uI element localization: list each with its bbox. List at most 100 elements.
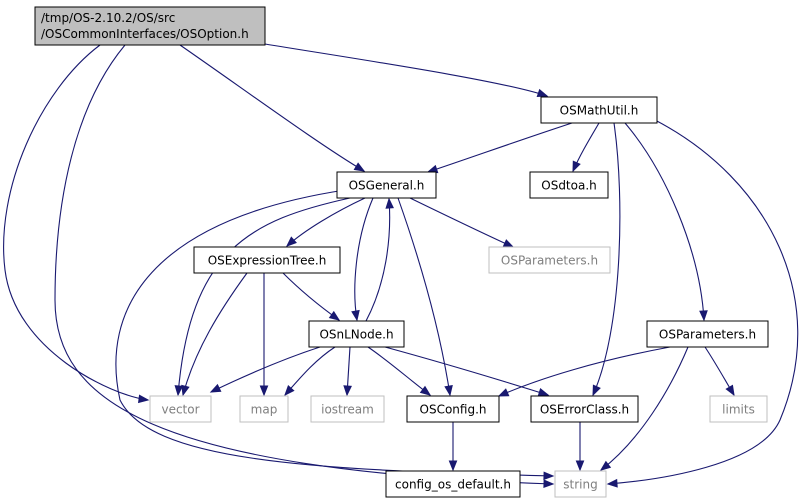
- node-label: config_os_default.h: [395, 478, 511, 492]
- edge-line: [367, 346, 431, 396]
- arrowhead: [209, 383, 222, 393]
- node-box: [530, 395, 639, 423]
- node-label: OSErrorClass.h: [540, 403, 629, 417]
- node-osdtoa[interactable]: OSdtoa.h: [529, 171, 609, 199]
- node-limits: limits: [709, 395, 768, 423]
- edge-line: [264, 43, 548, 97]
- arrowhead: [181, 384, 190, 397]
- edge-root-to-osmathutil: [264, 43, 549, 98]
- edge-osnlnode-to-osconfig: [367, 346, 432, 396]
- node-box: [529, 171, 609, 199]
- edge-osparameters-to-limits: [704, 346, 735, 397]
- edge-osparameters-to-osconfig: [497, 346, 671, 397]
- edge-line: [624, 122, 705, 321]
- edge-line: [282, 272, 340, 321]
- arrowhead: [419, 385, 432, 396]
- arrowhead: [284, 385, 295, 397]
- edge-root-to-string: [54, 44, 555, 489]
- arrowhead: [592, 384, 601, 397]
- edge-root-to-osgeneral: [179, 44, 366, 172]
- node-box: [488, 246, 611, 274]
- node-box: [34, 6, 266, 46]
- node-osconfig[interactable]: OSConfig.h: [406, 395, 500, 423]
- arrowhead: [599, 460, 612, 471]
- arrowhead: [351, 309, 360, 322]
- edge-line: [365, 198, 391, 322]
- edge-osgeneral-to-osexpressiontree: [286, 197, 366, 247]
- edge-osmathutil-to-osdtoa: [572, 122, 600, 173]
- edge-osconfig-to-config_os_default: [448, 422, 458, 472]
- node-label: OSnLNode.h: [319, 328, 393, 342]
- node-config_os_default[interactable]: config_os_default.h: [385, 470, 521, 498]
- edge-line: [3, 44, 149, 401]
- edge-osexpressiontree-to-map: [259, 273, 269, 397]
- node-label: iostream: [321, 403, 374, 417]
- node-label: map: [251, 403, 278, 417]
- arrowhead: [543, 471, 555, 481]
- edge-oserrorclass-to-string: [575, 422, 585, 472]
- edge-osexpressiontree-to-vector: [181, 272, 248, 397]
- node-box: [406, 395, 500, 423]
- edge-line: [498, 346, 671, 397]
- node-box: [554, 470, 607, 498]
- node-osnlnode[interactable]: OSnLNode.h: [308, 320, 405, 348]
- arrowhead: [725, 384, 735, 397]
- node-string: string: [554, 470, 607, 498]
- node-osparameters[interactable]: OSParameters.h: [646, 320, 769, 348]
- edge-osgeneral-to-osnlnode: [351, 197, 374, 322]
- edge-osexpressiontree-to-osnlnode: [282, 272, 341, 321]
- edge-osnlnode-to-oserrorclass: [384, 346, 550, 397]
- edge-osmathutil-to-oserrorclass: [592, 122, 621, 397]
- edge-osnlnode-to-map: [284, 346, 336, 397]
- node-osmathutil[interactable]: OSMathUtil.h: [540, 96, 658, 124]
- edge-osnlnode-to-osgeneral: [365, 197, 394, 322]
- edge-line: [427, 122, 573, 173]
- edge-osgeneral-to-osparameters_ext: [409, 197, 515, 248]
- edge-root-to-vector: [3, 44, 150, 404]
- edge-line: [409, 197, 514, 248]
- node-oserrorclass[interactable]: OSErrorClass.h: [530, 395, 639, 423]
- edge-osmathutil-to-osparameters: [624, 122, 708, 322]
- arrowhead: [699, 310, 708, 322]
- node-box: [709, 395, 768, 423]
- edge-osgeneral-to-vector: [174, 197, 351, 397]
- edge-osmathutil-to-osgeneral: [426, 122, 573, 174]
- node-osparameters_ext: OSParameters.h: [488, 246, 611, 274]
- arrowhead: [385, 197, 394, 209]
- edge-line: [607, 119, 799, 485]
- node-label: OSParameters.h: [659, 328, 756, 342]
- node-box: [193, 246, 341, 274]
- node-box: [385, 470, 521, 498]
- edge-line: [286, 197, 366, 247]
- edge-line: [115, 189, 554, 477]
- edge-osgeneral-to-osconfig: [397, 197, 453, 397]
- node-label: OSExpressionTree.h: [208, 254, 327, 268]
- arrowhead: [138, 394, 150, 404]
- arrowhead: [328, 310, 341, 321]
- arrowhead: [353, 162, 366, 172]
- arrowhead: [259, 385, 269, 397]
- edge-line: [179, 44, 365, 172]
- node-label: limits: [722, 403, 755, 417]
- node-box: [336, 171, 437, 199]
- node-label: /OSCommonInterfaces/OSOption.h: [41, 27, 249, 41]
- node-box: [540, 96, 658, 124]
- node-root[interactable]: /tmp/OS-2.10.2/OS/src/OSCommonInterfaces…: [34, 6, 266, 46]
- edge-line: [54, 44, 554, 485]
- node-osgeneral[interactable]: OSGeneral.h: [336, 171, 437, 199]
- arrowhead: [343, 385, 352, 397]
- node-label: /tmp/OS-2.10.2/OS/src: [41, 11, 175, 25]
- node-box: [239, 395, 289, 423]
- arrowhead: [543, 479, 555, 489]
- node-label: OSMathUtil.h: [560, 104, 639, 118]
- node-box: [308, 320, 405, 348]
- arrowhead: [497, 388, 510, 397]
- node-box: [149, 395, 212, 423]
- edge-line: [592, 122, 621, 396]
- node-label: string: [563, 478, 597, 492]
- edge-osnlnode-to-iostream: [343, 346, 352, 397]
- node-box: [646, 320, 769, 348]
- node-osexpressiontree[interactable]: OSExpressionTree.h: [193, 246, 341, 274]
- arrowhead: [448, 460, 458, 472]
